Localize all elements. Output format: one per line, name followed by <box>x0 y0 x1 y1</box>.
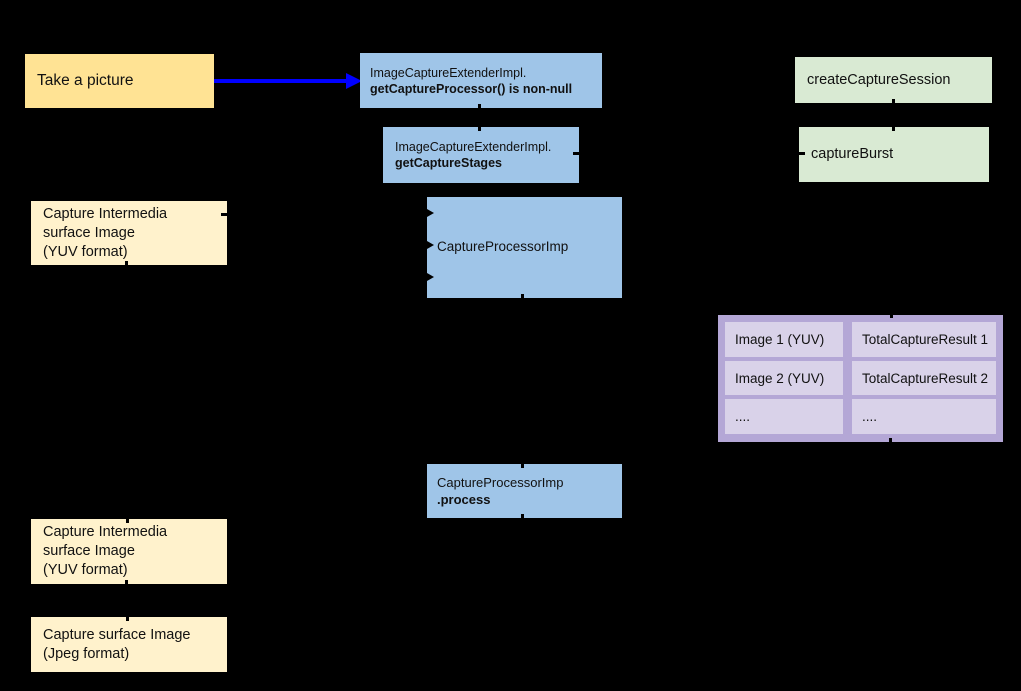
table-cell: .... <box>852 399 996 434</box>
connector-stub <box>573 152 579 155</box>
connector-stub <box>478 127 481 131</box>
node-label: Capture surface Image <box>43 626 191 643</box>
burst-results-table: Image 1 (YUV) TotalCaptureResult 1 Image… <box>718 315 1003 442</box>
node-label: Capture Intermedia <box>43 205 168 222</box>
node-label: createCaptureSession <box>807 71 951 88</box>
node-label: surface Image <box>43 224 135 241</box>
node-label: CaptureProcessorImp <box>437 239 569 255</box>
node-capture-surface-jpeg: Capture surface Image (Jpeg format) <box>31 617 227 672</box>
connector-stub <box>890 315 893 318</box>
node-create-capture-session: createCaptureSession <box>795 57 992 103</box>
connector-stub <box>892 99 895 103</box>
node-label: ImageCaptureExtenderImpl. <box>370 65 527 80</box>
node-get-capture-stages: ImageCaptureExtenderImpl. getCaptureStag… <box>383 127 579 183</box>
connector-stub <box>799 152 805 155</box>
connector-stub <box>126 617 129 621</box>
node-label: ImageCaptureExtenderImpl. <box>395 140 552 154</box>
node-capture-intermedia-surface-top: Capture Intermedia surface Image (YUV fo… <box>31 201 227 265</box>
table-cell: Image 2 (YUV) <box>725 361 843 395</box>
node-label: (YUV format) <box>43 562 128 578</box>
node-label-bold: getCaptureProcessor() is non-null <box>370 81 573 96</box>
connector-stub <box>478 104 481 108</box>
connector-arrowhead-icon <box>427 241 434 249</box>
connector-arrowhead-icon <box>427 209 434 217</box>
node-label: Take a picture <box>37 72 134 90</box>
node-capture-burst: captureBurst <box>799 127 989 182</box>
table-cell: .... <box>725 399 843 434</box>
node-take-a-picture: Take a picture <box>25 54 214 108</box>
connector-stub <box>125 580 128 584</box>
connector-stub <box>125 261 128 265</box>
connector-stub <box>221 213 227 216</box>
node-capture-processor-imp: CaptureProcessorImp <box>427 197 622 298</box>
connector-arrowhead-icon <box>427 273 434 281</box>
node-label: captureBurst <box>811 146 894 163</box>
table-cell: Image 1 (YUV) <box>725 322 843 357</box>
connector-stub <box>521 514 524 518</box>
connector-stub <box>889 438 892 442</box>
node-label-bold: .process <box>437 492 491 507</box>
node-label: (Jpeg format) <box>43 645 130 662</box>
connector-stub <box>892 127 895 131</box>
node-label: surface Image <box>43 543 135 559</box>
node-get-capture-processor: ImageCaptureExtenderImpl. getCaptureProc… <box>360 53 602 108</box>
node-label: CaptureProcessorImp <box>437 475 564 490</box>
node-capture-intermedia-surface-bottom: Capture Intermedia surface Image (YUV fo… <box>31 519 227 584</box>
connector-stub <box>521 464 524 468</box>
flow-arrow-line <box>214 79 348 83</box>
connector-stub <box>521 294 524 298</box>
node-label-bold: getCaptureStages <box>395 156 502 170</box>
node-capture-processor-process: CaptureProcessorImp .process <box>427 464 622 518</box>
flow-arrow-head-icon <box>346 73 362 89</box>
table-cell: TotalCaptureResult 1 <box>852 322 996 357</box>
table-cell: TotalCaptureResult 2 <box>852 361 996 395</box>
connector-stub <box>126 519 129 523</box>
node-label: (YUV format) <box>43 243 128 260</box>
node-label: Capture Intermedia <box>43 524 168 540</box>
